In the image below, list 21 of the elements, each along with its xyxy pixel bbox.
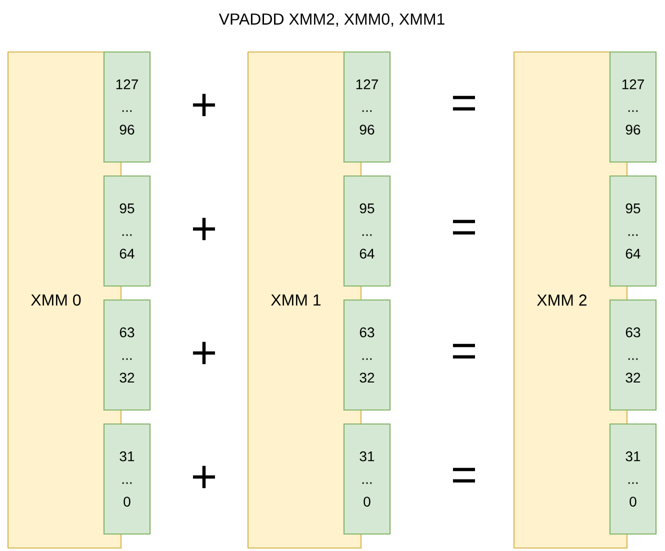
- bit-range-box: 127 ... 96: [343, 51, 391, 163]
- bit-range-box: 127 ... 96: [609, 51, 657, 163]
- bit-range-box: 95 ... 64: [103, 175, 151, 287]
- operator-sign: +: [192, 218, 215, 240]
- bit-range-box: 95 ... 64: [343, 175, 391, 287]
- operator-sign: =: [452, 344, 475, 358]
- bit-range-box: 63 ... 32: [343, 299, 391, 411]
- operator-sign: =: [452, 96, 475, 110]
- operator-sign: =: [452, 468, 475, 482]
- operator-sign: +: [192, 94, 215, 116]
- bit-range-box: 31 ... 0: [609, 423, 657, 535]
- operator-sign: =: [452, 220, 475, 234]
- bit-range-box: 95 ... 64: [609, 175, 657, 287]
- operator-sign: +: [192, 342, 215, 364]
- bit-range-box: 63 ... 32: [609, 299, 657, 411]
- operator-sign: +: [192, 466, 215, 488]
- bit-range-box: 31 ... 0: [103, 423, 151, 535]
- bit-range-box: 63 ... 32: [103, 299, 151, 411]
- bit-range-box: 31 ... 0: [343, 423, 391, 535]
- bit-range-box: 127 ... 96: [103, 51, 151, 163]
- title: VPADDD XMM2, XMM0, XMM1: [218, 13, 444, 27]
